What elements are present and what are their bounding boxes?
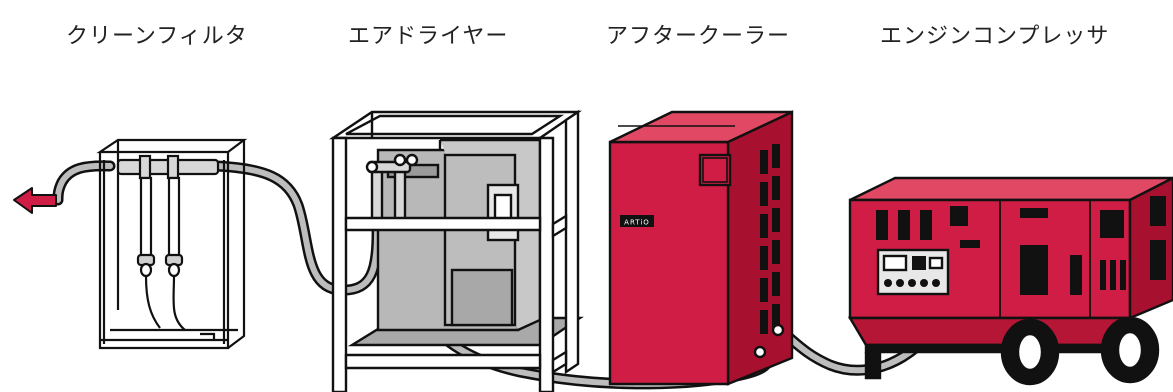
compressor-wheel-right <box>1100 316 1160 384</box>
engine-compressor-unit <box>847 176 1173 386</box>
label-after-cooler: アフタークーラー <box>606 24 791 49</box>
outlet-arrow-icon <box>13 187 57 214</box>
hose-outlet <box>52 160 116 206</box>
cooler-logo: ARTiO <box>624 219 650 227</box>
label-clean-filter: クリーンフィルタ <box>66 24 248 49</box>
clean-filter-unit <box>96 138 248 350</box>
compressor-wheel-left <box>1000 318 1060 386</box>
air-dryer-unit <box>329 109 584 392</box>
hose-dryer-to-filter <box>209 160 383 296</box>
after-cooler-unit <box>608 110 794 386</box>
label-air-dryer: エアドライヤー <box>348 24 509 49</box>
label-engine-compressor: エンジンコンプレッサ <box>880 24 1110 49</box>
